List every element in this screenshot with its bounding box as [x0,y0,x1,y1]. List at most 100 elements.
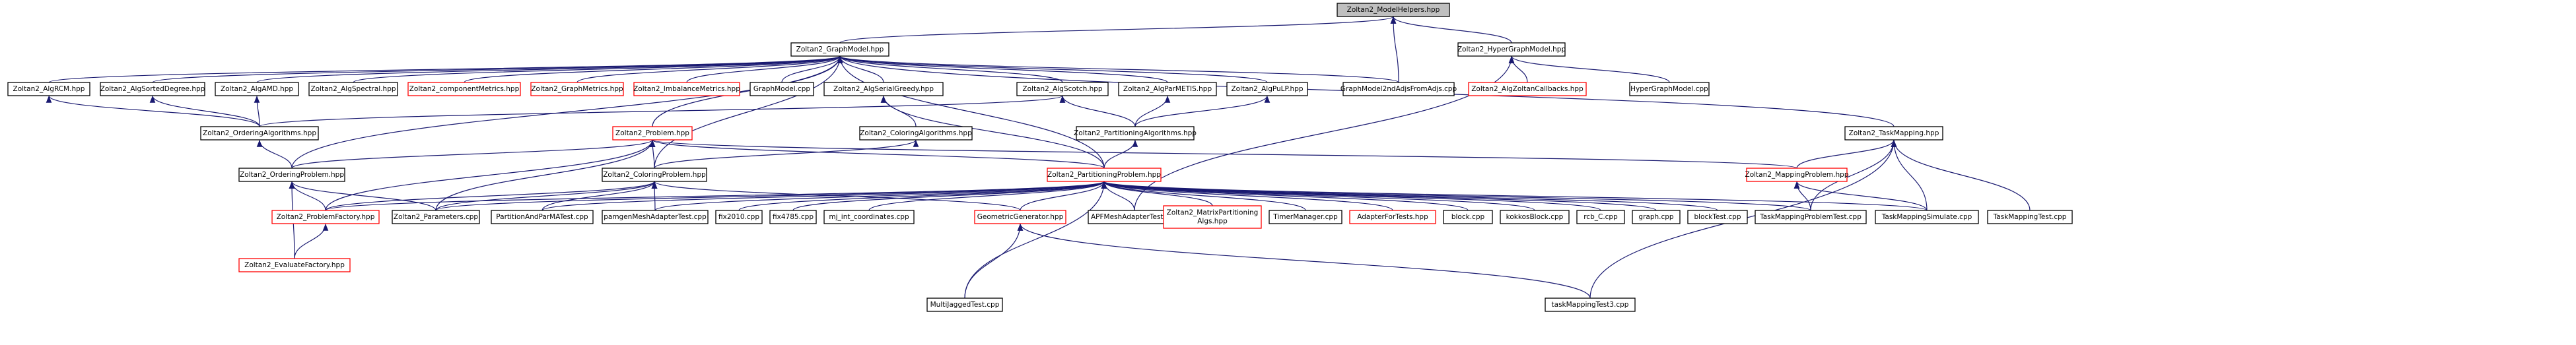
node-box[interactable] [1269,210,1342,224]
node-box[interactable] [392,210,480,224]
node-graphmodel2nd[interactable]: GraphModel2ndAdjsFromAdjs.cpp [1340,82,1457,96]
node-geometricgenerator[interactable]: GeometricGenerator.hpp [974,210,1066,224]
node-adapterfortests[interactable]: AdapterForTests.hpp [1349,210,1436,224]
node-box[interactable] [1987,210,2073,224]
node-algscotch[interactable]: Zoltan2_AlgScotch.hpp [1016,82,1109,96]
node-fix4785[interactable]: fix4785.cpp [769,210,817,224]
node-algspectral[interactable]: Zoltan2_AlgSpectral.hpp [308,82,398,96]
node-mappingproblem[interactable]: Zoltan2_MappingProblem.hpp [1745,168,1849,182]
node-problem[interactable]: Zoltan2_Problem.hpp [612,126,693,141]
node-box[interactable] [1875,210,1979,224]
node-blocktest[interactable]: blockTest.cpp [1687,210,1748,224]
node-blockcpp[interactable]: block.cpp [1443,210,1493,224]
node-box[interactable] [1457,42,1566,57]
node-box[interactable] [1844,126,1943,141]
node-hypergraphmodelcpp[interactable]: HyperGraphModel.cpp [1629,82,1710,96]
node-imbalancemetrics[interactable]: Zoltan2_ImbalanceMetrics.hpp [633,82,740,96]
node-box[interactable] [238,258,351,272]
node-box[interactable] [308,82,398,96]
node-box[interactable] [1500,210,1570,224]
node-multijagged[interactable]: MultiJaggedTest.cpp [926,298,1003,312]
node-coloringalgorithms[interactable]: Zoltan2_ColoringAlgorithms.hpp [859,126,973,141]
node-partitionandparmatest[interactable]: PartitionAndParMATest.cpp [491,210,594,224]
node-box[interactable] [790,42,889,57]
node-box[interactable] [200,126,319,141]
node-box[interactable] [7,82,90,96]
node-modelhelpers[interactable]: Zoltan2_ModelHelpers.hpp [1337,3,1450,17]
node-label: Zoltan2_HyperGraphModel.hpp [1457,46,1566,53]
node-box[interactable] [1349,210,1436,224]
node-graphmodelcpp[interactable]: GraphModel.cpp [749,82,814,96]
node-box[interactable] [530,82,624,96]
node-algpulp[interactable]: Zoltan2_AlgPuLP.hpp [1226,82,1308,96]
node-box[interactable] [612,126,693,141]
node-box[interactable] [602,168,707,182]
node-componentmetrics[interactable]: Zoltan2_componentMetrics.hpp [407,82,521,96]
node-graphcpp[interactable]: graph.cpp [1632,210,1681,224]
node-graphmetrics[interactable]: Zoltan2_GraphMetrics.hpp [530,82,624,96]
node-taskmappingtest[interactable]: TaskMappingTest.cpp [1987,210,2073,224]
node-box[interactable] [1016,82,1109,96]
node-rcbc[interactable]: rcb_C.cpp [1576,210,1625,224]
node-timermanager[interactable]: TimerManager.cpp [1269,210,1342,224]
node-evaluatefactory[interactable]: Zoltan2_EvaluateFactory.hpp [238,258,351,272]
node-box[interactable] [1746,168,1848,182]
node-orderingproblem[interactable]: Zoltan2_OrderingProblem.hpp [238,168,345,182]
node-graphmodel[interactable]: Zoltan2_GraphModel.hpp [790,42,889,57]
node-hypergraphmodel[interactable]: Zoltan2_HyperGraphModel.hpp [1457,42,1566,57]
node-partitioningalgorithms[interactable]: Zoltan2_PartitioningAlgorithms.hpp [1074,126,1197,141]
node-box[interactable] [823,210,915,224]
node-box[interactable] [215,82,299,96]
node-box[interactable] [1687,210,1748,224]
node-box[interactable] [271,210,380,224]
node-algsorteddegree[interactable]: Zoltan2_AlgSortedDegree.hpp [100,82,205,96]
node-box[interactable] [1632,210,1681,224]
node-algzoltancallbacks[interactable]: Zoltan2_AlgZoltanCallbacks.hpp [1468,82,1587,96]
node-kokkosblock[interactable]: kokkosBlock.cpp [1500,210,1570,224]
node-pamgenmesh[interactable]: pamgenMeshAdapterTest.cpp [602,210,709,224]
node-box[interactable] [926,298,1003,312]
node-box[interactable] [859,126,973,141]
node-box[interactable] [1545,298,1636,312]
node-taskmappingtest3[interactable]: taskMappingTest3.cpp [1545,298,1636,312]
node-box[interactable] [633,82,740,96]
node-box[interactable] [1118,82,1217,96]
node-algamd[interactable]: Zoltan2_AlgAMD.hpp [215,82,299,96]
node-problemfactory[interactable]: Zoltan2_ProblemFactory.hpp [271,210,380,224]
node-box[interactable] [1163,205,1262,229]
node-algserialgreedy[interactable]: Zoltan2_AlgSerialGreedy.hpp [823,82,944,96]
node-box[interactable] [769,210,817,224]
node-box[interactable] [1629,82,1710,96]
node-box[interactable] [1337,3,1450,17]
node-algparmetis[interactable]: Zoltan2_AlgParMETIS.hpp [1118,82,1217,96]
node-box[interactable] [1443,210,1493,224]
node-partitioningproblem[interactable]: Zoltan2_PartitioningProblem.hpp [1047,168,1162,182]
node-box[interactable] [1076,126,1195,141]
node-coloringproblem[interactable]: Zoltan2_ColoringProblem.hpp [602,168,707,182]
node-box[interactable] [974,210,1066,224]
node-box[interactable] [823,82,944,96]
node-mjintcoords[interactable]: mj_int_coordinates.cpp [823,210,915,224]
node-orderingalgorithms[interactable]: Zoltan2_OrderingAlgorithms.hpp [200,126,319,141]
node-box[interactable] [1047,168,1162,182]
node-box[interactable] [491,210,594,224]
node-parameterscpp[interactable]: Zoltan2_Parameters.cpp [392,210,480,224]
node-box[interactable] [1342,82,1455,96]
node-box[interactable] [1755,210,1867,224]
node-algrcm[interactable]: Zoltan2_AlgRCM.hpp [7,82,90,96]
node-fix2010[interactable]: fix2010.cpp [715,210,763,224]
node-box[interactable] [1468,82,1587,96]
node-box[interactable] [238,168,345,182]
node-box[interactable] [749,82,814,96]
node-box[interactable] [602,210,709,224]
edge-hypergraphmodel-to-modelhelpers [1390,16,1512,44]
node-box[interactable] [407,82,521,96]
node-box[interactable] [1576,210,1625,224]
node-taskmappingproblemtest[interactable]: TaskMappingProblemTest.cpp [1755,210,1867,224]
node-box[interactable] [1226,82,1308,96]
node-box[interactable] [715,210,763,224]
node-box[interactable] [100,82,205,96]
node-taskmappingsimulate[interactable]: TaskMappingSimulate.cpp [1875,210,1979,224]
node-taskmapping[interactable]: Zoltan2_TaskMapping.hpp [1844,126,1943,141]
